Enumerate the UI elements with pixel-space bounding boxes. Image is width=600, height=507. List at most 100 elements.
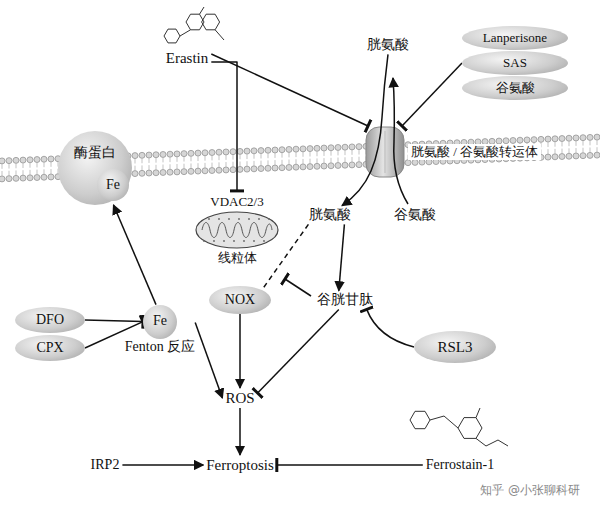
node-text: NOX xyxy=(225,292,255,309)
lipid-tail xyxy=(184,157,185,162)
lipid-tail xyxy=(268,160,269,165)
matrix-dot xyxy=(233,240,235,242)
lipid-head xyxy=(328,163,334,169)
lipid-head xyxy=(559,136,565,142)
node-text: 胱氨酸 / 谷氨酸转运体 xyxy=(408,144,541,160)
lipid-head xyxy=(244,148,250,154)
lipid-head xyxy=(559,154,565,160)
lipid-tail xyxy=(562,149,563,154)
arrow-connector xyxy=(339,224,345,290)
lipid-tail xyxy=(170,164,171,169)
bond xyxy=(476,438,508,446)
lipid-head xyxy=(321,145,327,151)
lipid-head xyxy=(356,162,362,168)
lipid-tail xyxy=(310,159,311,164)
lipid-head xyxy=(181,151,187,157)
node-text: CPX xyxy=(36,340,63,357)
lipid-head xyxy=(20,175,26,181)
lipid-head xyxy=(496,138,502,144)
lipid-head xyxy=(272,165,278,171)
lipid-head xyxy=(202,168,208,174)
lipid-tail xyxy=(562,142,563,147)
lipid-tail xyxy=(177,164,178,169)
lipid-head xyxy=(195,168,201,174)
lipid-tail xyxy=(135,166,136,171)
lipid-tail xyxy=(212,163,213,168)
lipid-tail xyxy=(23,170,24,175)
lipid-head xyxy=(286,146,292,152)
lipid-head xyxy=(594,134,600,140)
node-text: 线粒体 xyxy=(218,250,257,266)
lipid-tail xyxy=(156,165,157,170)
node-text: ROS xyxy=(225,389,254,407)
lipid-tail xyxy=(590,140,591,145)
lipid-tail xyxy=(324,151,325,156)
lipid-head xyxy=(237,148,243,154)
inhibition-connector xyxy=(367,309,414,347)
lipid-tail xyxy=(240,154,241,159)
drug-label: Erastin xyxy=(163,48,212,68)
inhibition-connector xyxy=(85,320,143,322)
drug-label: Ferrostain-1 xyxy=(423,456,497,475)
lipid-tail xyxy=(226,162,227,167)
arrow-connector xyxy=(195,322,222,398)
lipid-tail xyxy=(569,148,570,153)
lipid-head xyxy=(251,148,257,154)
lipid-head xyxy=(265,147,271,153)
lipid-tail xyxy=(275,153,276,158)
transporter-groove xyxy=(385,131,386,173)
lipid-head xyxy=(272,147,278,153)
lipid-tail xyxy=(317,158,318,163)
inhibitor-ellipse: 谷氨酸 xyxy=(462,76,568,100)
matrix-dot xyxy=(243,240,245,242)
node-text: Fe xyxy=(153,313,167,330)
lipid-tail xyxy=(583,141,584,146)
outcome-label: Ferroptosis xyxy=(203,455,277,475)
lipid-tail xyxy=(597,147,598,152)
lipid-tail xyxy=(44,162,45,167)
lipid-tail xyxy=(289,153,290,158)
lipid-head xyxy=(167,151,173,157)
bond xyxy=(200,7,205,14)
lipid-tail xyxy=(310,152,311,157)
lipid-head xyxy=(349,162,355,168)
lipid-head xyxy=(300,164,306,170)
lipid-tail xyxy=(275,160,276,165)
lipid-tail xyxy=(233,162,234,167)
lipid-head xyxy=(188,168,194,174)
lipid-head xyxy=(27,157,33,163)
lipid-head xyxy=(48,156,54,162)
lipid-head xyxy=(223,149,229,155)
lipid-tail xyxy=(163,158,164,163)
lipid-tail xyxy=(317,151,318,156)
lipid-tail xyxy=(170,157,171,162)
lipid-head xyxy=(202,150,208,156)
lipid-head xyxy=(258,166,264,172)
amino-acid-label: 胱氨酸 xyxy=(364,36,412,55)
lipid-head xyxy=(566,135,572,141)
lipid-tail xyxy=(163,165,164,170)
lipid-head xyxy=(244,166,250,172)
lipid-tail xyxy=(548,142,549,147)
lipid-tail xyxy=(37,163,38,168)
inhibitor-ellipse: CPX xyxy=(15,335,85,361)
node-text: Ferrostain-1 xyxy=(426,457,494,474)
lipid-tail xyxy=(576,141,577,146)
lipid-head xyxy=(573,135,579,141)
lipid-head xyxy=(419,159,425,165)
regulator-label: IRP2 xyxy=(88,456,123,475)
ring xyxy=(410,411,430,428)
node-text: Erastin xyxy=(166,49,209,67)
lipid-head xyxy=(132,153,138,159)
lipid-head xyxy=(293,146,299,152)
cristae xyxy=(202,222,272,237)
lipid-tail xyxy=(359,150,360,155)
mitochondrion-drawing xyxy=(194,210,280,250)
lipid-tail xyxy=(590,147,591,152)
lipid-head xyxy=(510,137,516,143)
iron-circle: Fe xyxy=(97,169,129,201)
lipid-tail xyxy=(261,154,262,159)
lipid-tail xyxy=(219,162,220,167)
lipid-tail xyxy=(177,157,178,162)
lipid-tail xyxy=(51,169,52,174)
